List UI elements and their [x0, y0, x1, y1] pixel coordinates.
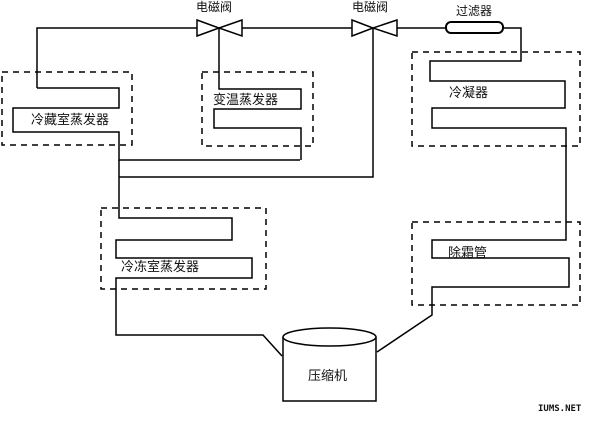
freezer-evaporator-box — [100, 207, 267, 290]
solenoid-valve-1-icon — [196, 18, 243, 38]
fridge-evaporator-box — [1, 71, 133, 146]
solenoid-valve-2-icon — [351, 18, 398, 38]
freezer-evaporator-label: 冷冻室蒸发器 — [121, 260, 200, 275]
filter-label: 过滤器 — [456, 4, 493, 18]
pipe-valve2-down — [119, 28, 374, 178]
solenoid-valve-1-label: 电磁阀 — [196, 0, 233, 14]
pipe-valve1-to-variable-evaporator — [213, 28, 302, 160]
variable-evaporator-box — [201, 71, 314, 147]
fridge-evaporator-coil — [12, 87, 300, 161]
pipe-to-freezer-evaporator — [115, 160, 283, 357]
watermark: IUMS.NET — [538, 404, 582, 414]
solenoid-valve-2-label: 电磁阀 — [352, 0, 389, 14]
compressor-icon — [282, 327, 377, 402]
filter-icon — [445, 21, 504, 34]
pipe-filter-to-condenser — [429, 27, 570, 310]
compressor-label: 压缩机 — [308, 369, 348, 384]
defrost-pipe-label: 除霜管 — [448, 246, 488, 261]
condenser-box — [411, 51, 581, 147]
fridge-evaporator-label: 冷藏室蒸发器 — [31, 113, 110, 128]
variable-evaporator-label: 变温蒸发器 — [213, 93, 279, 108]
defrost-pipe-box — [411, 221, 581, 306]
pipe-fridge-to-valve1 — [36, 27, 197, 88]
pipe-defrost-to-compressor — [376, 310, 433, 353]
condenser-label: 冷凝器 — [449, 86, 489, 101]
